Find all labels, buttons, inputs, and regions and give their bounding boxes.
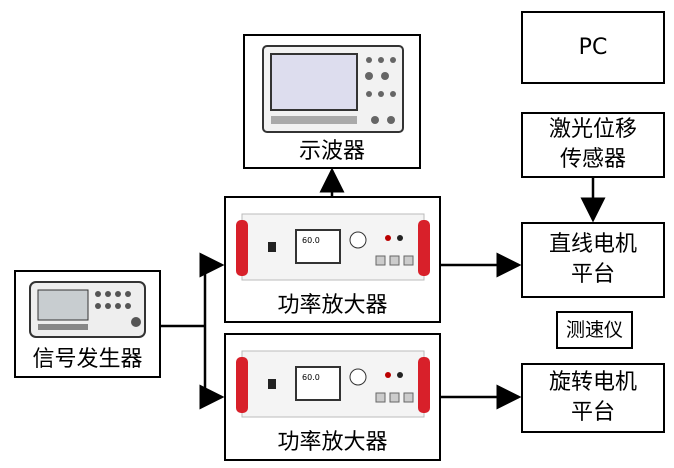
tachometer-node: 测速仪 bbox=[556, 311, 633, 349]
oscilloscope-node: 示波器 bbox=[243, 34, 421, 169]
laser-sensor-label-2: 传感器 bbox=[559, 147, 626, 172]
tachometer-label: 测速仪 bbox=[565, 319, 623, 341]
rotary-motor-node: 旋转电机 平台 bbox=[521, 363, 665, 433]
signal-generator-node: 信号发生器 bbox=[14, 270, 161, 378]
rotary-motor-label-1: 旋转电机 bbox=[548, 370, 637, 395]
pc-node: PC bbox=[521, 11, 665, 84]
linear-motor-label-1: 直线电机 bbox=[548, 232, 637, 257]
laser-sensor-node: 激光位移 传感器 bbox=[521, 112, 665, 178]
oscilloscope-image bbox=[262, 45, 404, 133]
amplifier-2-node: 60.0 功率放大器 bbox=[224, 333, 441, 461]
linear-motor-label-2: 平台 bbox=[570, 262, 615, 287]
signal-generator-image bbox=[29, 281, 146, 338]
signal-generator-label: 信号发生器 bbox=[32, 347, 143, 372]
amplifier-1-display: 60.0 bbox=[302, 236, 320, 245]
amplifier-1-image: 60.0 bbox=[236, 213, 430, 281]
linear-motor-node: 直线电机 平台 bbox=[521, 222, 665, 298]
pc-label: PC bbox=[578, 34, 608, 60]
amplifier-2-image: 60.0 bbox=[236, 350, 430, 418]
amplifier-2-label: 功率放大器 bbox=[277, 430, 388, 455]
laser-sensor-label-1: 激光位移 bbox=[548, 117, 637, 142]
amplifier-1-node: 60.0 功率放大器 bbox=[224, 196, 441, 323]
amplifier-2-display: 60.0 bbox=[302, 373, 320, 382]
amplifier-1-label: 功率放大器 bbox=[277, 293, 388, 318]
arrow-gen-split bbox=[160, 265, 207, 397]
rotary-motor-label-2: 平台 bbox=[570, 400, 615, 425]
oscilloscope-label: 示波器 bbox=[298, 139, 365, 164]
